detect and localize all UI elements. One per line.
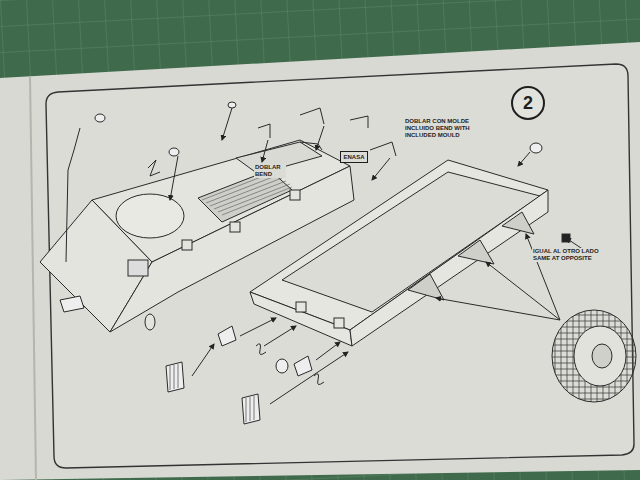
step-number: 2 bbox=[511, 86, 545, 120]
lower-hull bbox=[250, 160, 548, 346]
paper-fold bbox=[30, 76, 36, 480]
paper-sheet bbox=[0, 42, 640, 480]
wheel bbox=[552, 310, 636, 402]
part-name: ENASA bbox=[343, 154, 364, 160]
instruction-note: DOBLAR CON MOLDE INCLUIDO BEND WITH INCL… bbox=[404, 118, 498, 139]
lamp-parts bbox=[166, 318, 348, 424]
part-label-box: ENASA bbox=[340, 151, 368, 163]
page-frame bbox=[46, 64, 634, 468]
leader-arrows bbox=[436, 234, 596, 320]
callout-number: 2 bbox=[523, 94, 533, 112]
instruction-note: IGUAL AL OTRO LADO SAME AT OPPOSITE bbox=[532, 248, 608, 262]
instruction-note: DOBLAR BEND bbox=[254, 164, 286, 178]
